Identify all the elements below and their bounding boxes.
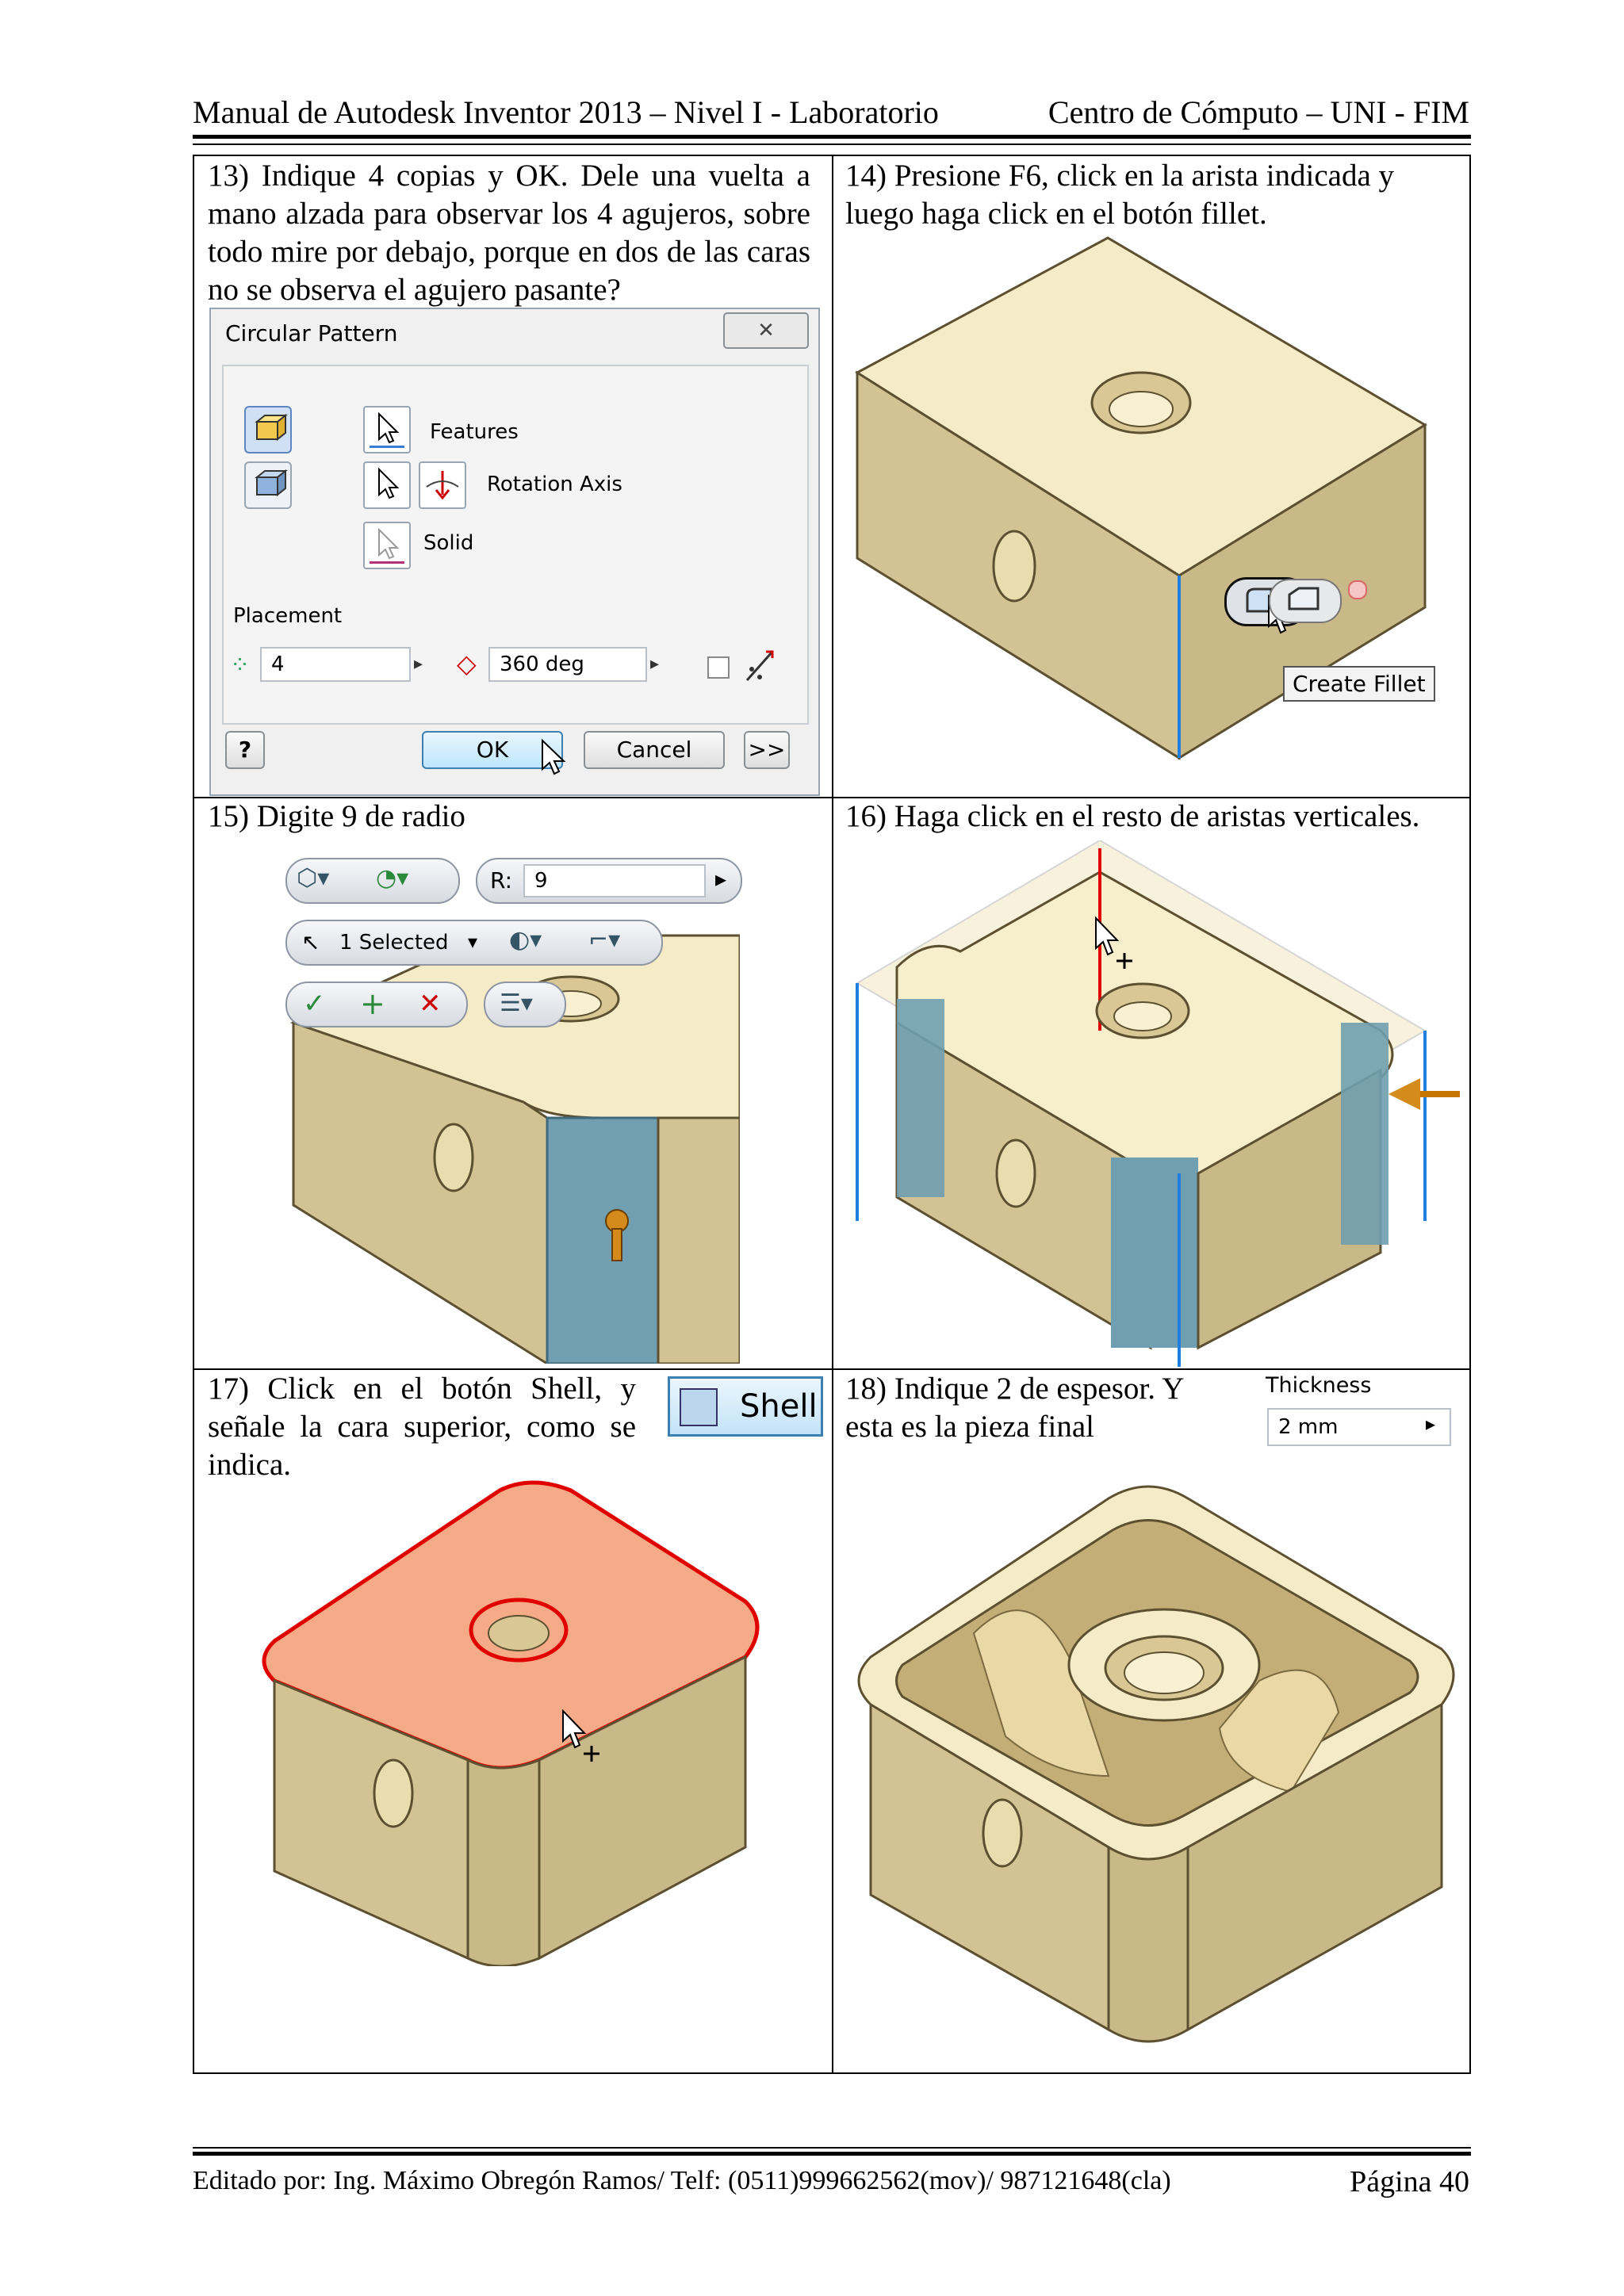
select-arrow-icon[interactable]: ↖	[301, 929, 320, 955]
close-icon[interactable]: ✕	[723, 312, 809, 349]
ok-check-icon[interactable]: ✓	[303, 988, 326, 1020]
rotation-axis-label: Rotation Axis	[487, 473, 622, 496]
count-icon: ⁘	[230, 652, 251, 679]
footer-rule-thin	[193, 2147, 1471, 2149]
solid-selector-icon[interactable]: ⬡▾	[297, 864, 330, 892]
circular-pattern-dialog: Circular Pattern ✕ Features Rotation Axi…	[209, 308, 820, 796]
footer-left: Editado por: Ing. Máximo Obregón Ramos/ …	[193, 2166, 1171, 2195]
apply-pill: ✓ + ✕	[285, 982, 468, 1027]
step-16-text: 16) Haga click en el resto de aristas ve…	[845, 799, 1420, 833]
mouse-cursor-icon	[560, 1709, 607, 1769]
header-rule-thin	[193, 144, 1471, 145]
selection-dropdown-icon[interactable]: ▾	[468, 931, 478, 953]
shell-icon	[680, 1388, 718, 1426]
header-rule	[193, 135, 1471, 139]
add-fillet-icon[interactable]: ◔▾	[376, 864, 409, 892]
features-select-button[interactable]	[363, 406, 411, 453]
cancel-x-icon[interactable]: ✕	[419, 988, 442, 1020]
more-button[interactable]: >>	[744, 731, 790, 769]
step-16-fillet-part	[856, 840, 1460, 1367]
thickness-arrow-icon[interactable]: ▸	[1426, 1414, 1436, 1435]
apply-plus-icon[interactable]: +	[360, 986, 385, 1021]
page-number: Página 40	[1350, 2165, 1469, 2198]
angle-field[interactable]: 360 deg	[488, 647, 647, 682]
thickness-field[interactable]: 2 mm	[1267, 1408, 1451, 1446]
pattern-solid-mode-icon[interactable]	[244, 461, 292, 509]
shell-button[interactable]: Shell	[668, 1376, 823, 1437]
step-17-text: 17) Click en el botón Shell, y señale la…	[208, 1372, 636, 1482]
step-14-box-part	[855, 236, 1427, 760]
shell-label: Shell	[740, 1388, 818, 1425]
options-list-icon[interactable]: ☰▾	[500, 989, 533, 1017]
radius-input-pill: R: 9 ▸	[476, 858, 742, 904]
selected-count: 1 Selected	[339, 931, 449, 955]
step-17-shell-part	[262, 1480, 760, 1966]
dialog-title: Circular Pattern	[225, 320, 398, 346]
close-icon[interactable]	[1348, 580, 1367, 599]
minitoolbar-top-pill: ⬡▾ ◔▾	[285, 858, 460, 904]
radius-arrow-icon[interactable]: ▸	[715, 866, 727, 892]
thickness-label: Thickness	[1266, 1373, 1372, 1398]
solid-select-button[interactable]	[363, 522, 411, 569]
angle-arrow-icon[interactable]: ▸	[650, 654, 660, 674]
solid-label: Solid	[423, 531, 474, 555]
step-14-text: 14) Presione F6, click en la arista indi…	[845, 159, 1395, 231]
midplane-checkbox[interactable]	[707, 656, 730, 679]
header-right: Centro de Cómputo – UNI - FIM	[1048, 94, 1469, 130]
mouse-cursor-icon	[539, 738, 566, 782]
header-left: Manual de Autodesk Inventor 2013 – Nivel…	[193, 94, 939, 130]
step-15-text: 15) Digite 9 de radio	[208, 799, 465, 833]
placement-label: Placement	[233, 604, 343, 628]
direction-flip-icon[interactable]	[742, 645, 777, 685]
mouse-cursor-icon	[1093, 916, 1140, 976]
step-18-final-part	[857, 1485, 1455, 2043]
cancel-button[interactable]: Cancel	[584, 731, 725, 769]
features-label: Features	[430, 420, 519, 444]
chamfer-button-icon[interactable]	[1269, 579, 1342, 623]
angle-icon: ◇	[457, 649, 477, 679]
ok-button[interactable]: OK	[422, 731, 563, 769]
fillet-type-icon[interactable]: ◐▾	[509, 926, 542, 954]
help-button[interactable]: ?	[225, 731, 265, 769]
pattern-features-mode-icon[interactable]	[244, 406, 292, 453]
radius-input[interactable]: 9	[523, 864, 706, 897]
rotation-axis-select-button[interactable]	[363, 461, 411, 509]
flip-axis-icon[interactable]	[419, 461, 466, 509]
create-fillet-tooltip: Create Fillet	[1283, 666, 1435, 702]
count-field[interactable]: 4	[260, 647, 411, 682]
count-arrow-icon[interactable]: ▸	[414, 654, 423, 674]
selection-pill: ↖ 1 Selected ▾ ◐▾ ⌐▾	[285, 920, 663, 966]
edge-options-icon[interactable]: ⌐▾	[588, 926, 621, 954]
options-pill[interactable]: ☰▾	[484, 982, 566, 1027]
footer-rule	[193, 2152, 1471, 2156]
step-18-text: 18) Indique 2 de espesor. Y esta es la p…	[845, 1372, 1184, 1444]
step-13-text: 13) Indique 4 copias y OK. Dele una vuel…	[208, 159, 810, 307]
radius-label: R:	[490, 867, 513, 894]
